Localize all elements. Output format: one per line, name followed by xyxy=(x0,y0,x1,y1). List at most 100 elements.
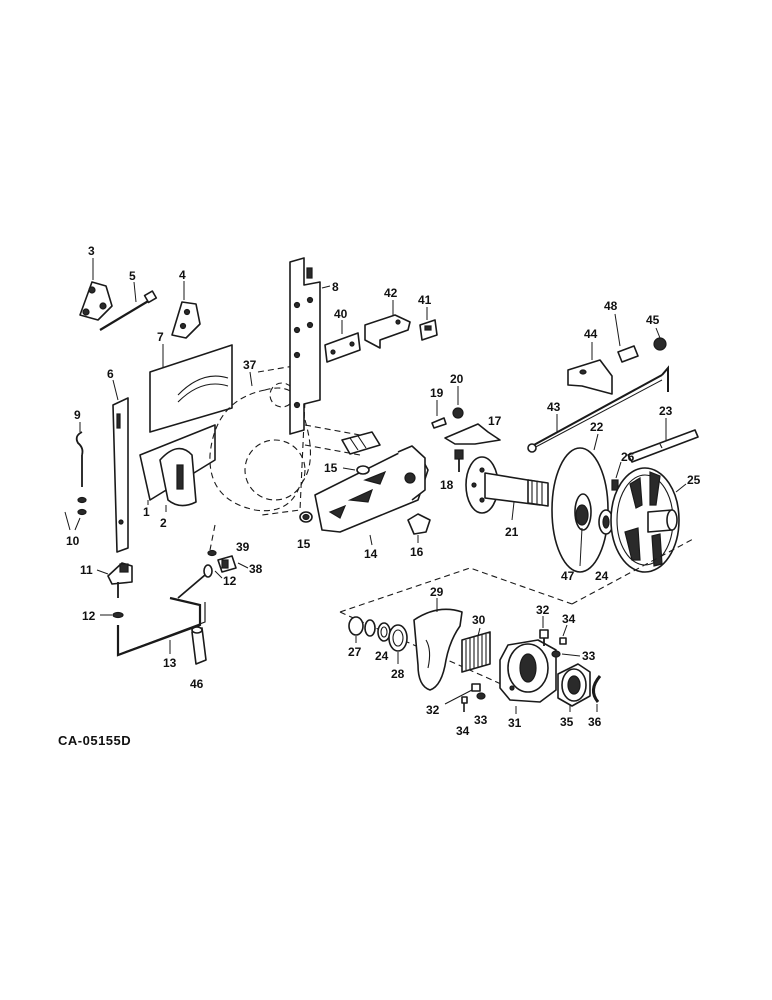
callout-9: 9 xyxy=(74,408,81,422)
callout-12-left: 12 xyxy=(82,609,96,623)
shroud-part-29 xyxy=(413,608,463,691)
callout-45: 45 xyxy=(646,313,660,327)
callout-1: 1 xyxy=(143,505,150,519)
clutch-housing-part-31 xyxy=(499,639,557,703)
callout-19: 19 xyxy=(430,386,444,400)
fitting-part-38 xyxy=(217,555,237,573)
callout-labels: 3 5 4 7 6 9 10 1 2 11 12 12 13 46 38 39 … xyxy=(66,244,701,738)
callout-27: 27 xyxy=(348,645,362,659)
callout-14: 14 xyxy=(364,547,378,561)
bolt-part-18 xyxy=(454,449,464,472)
key-part-26 xyxy=(611,479,619,491)
callout-4: 4 xyxy=(179,268,186,282)
strap-part-40 xyxy=(324,332,361,363)
bracket-part-44 xyxy=(567,359,613,395)
frame-part-14 xyxy=(314,445,429,533)
callout-44: 44 xyxy=(584,327,598,341)
washer-part-39 xyxy=(207,549,217,557)
callout-3: 3 xyxy=(88,244,95,258)
callout-43: 43 xyxy=(547,400,561,414)
sleeve-part-46 xyxy=(191,626,207,665)
callout-13: 13 xyxy=(163,656,177,670)
spring-part-30 xyxy=(461,631,491,673)
callout-31: 31 xyxy=(508,716,522,730)
clip-part-11 xyxy=(107,562,133,585)
nut-part-15-lower xyxy=(299,511,313,523)
callout-30: 30 xyxy=(472,613,486,627)
callout-40: 40 xyxy=(334,307,348,321)
callout-35: 35 xyxy=(560,715,574,729)
collar-part-35 xyxy=(557,663,591,707)
nut-part-33-upper xyxy=(551,650,561,658)
angle-bracket-part-42 xyxy=(364,314,411,349)
callout-48: 48 xyxy=(604,299,618,313)
spline-shaft xyxy=(341,431,381,455)
callout-28: 28 xyxy=(391,667,405,681)
bearing-part-47 xyxy=(575,504,589,526)
callout-7: 7 xyxy=(157,330,164,344)
bolt-part-5 xyxy=(99,290,158,331)
callout-24-upper: 24 xyxy=(595,569,609,583)
hook-part-9 xyxy=(75,431,84,487)
drawing-code: CA-05155D xyxy=(58,733,131,748)
nut-part-45 xyxy=(653,337,667,351)
callout-15-lower: 15 xyxy=(297,537,311,551)
callout-5: 5 xyxy=(129,269,136,283)
callout-18: 18 xyxy=(440,478,454,492)
bracket-part-2 xyxy=(159,447,197,507)
callout-10: 10 xyxy=(66,534,80,548)
callout-17: 17 xyxy=(488,414,502,428)
shield-plate-part-7 xyxy=(149,344,233,433)
callout-33-upper: 33 xyxy=(582,649,596,663)
pulley-half-part-25 xyxy=(610,467,680,573)
bolt-part-32-lower xyxy=(471,683,481,692)
callout-26: 26 xyxy=(621,450,635,464)
callout-37: 37 xyxy=(243,358,257,372)
callout-6: 6 xyxy=(107,367,114,381)
nut-part-15-upper xyxy=(356,465,370,475)
seal-part-28 xyxy=(388,624,408,652)
callout-36: 36 xyxy=(588,715,602,729)
link-plate-part-3 xyxy=(79,281,113,321)
snap-ring-part-36 xyxy=(592,675,602,703)
vertical-bar-part-6 xyxy=(112,397,129,553)
nut-part-20 xyxy=(452,407,464,419)
washer-part-12 xyxy=(112,564,213,619)
blade-part-23 xyxy=(627,429,699,463)
callout-42: 42 xyxy=(384,286,398,300)
callout-34-lower: 34 xyxy=(456,724,470,738)
rod-part-13 xyxy=(116,574,206,657)
pad-part-48 xyxy=(617,345,639,363)
tall-bracket-part-8 xyxy=(289,257,321,435)
callout-33-lower: 33 xyxy=(474,713,488,727)
callout-32-lower: 32 xyxy=(426,703,440,717)
callout-21: 21 xyxy=(505,525,519,539)
callout-12-right: 12 xyxy=(223,574,237,588)
callout-8: 8 xyxy=(332,280,339,294)
callout-20: 20 xyxy=(450,372,464,386)
axle-hub-part-21 xyxy=(465,456,549,514)
spacer-part-24-lower xyxy=(377,622,391,642)
callout-16: 16 xyxy=(410,545,424,559)
latch-part-17 xyxy=(444,423,501,445)
callout-2: 2 xyxy=(160,516,167,530)
callout-41: 41 xyxy=(418,293,432,307)
rod-part-43 xyxy=(527,365,669,453)
bushing-part-27 xyxy=(348,616,376,637)
nut-part-33-lower xyxy=(476,692,486,700)
callout-34-upper: 34 xyxy=(562,612,576,626)
callout-11: 11 xyxy=(80,563,93,577)
callout-38: 38 xyxy=(249,562,263,576)
pin-part-19 xyxy=(431,417,447,429)
washer-part-10 xyxy=(77,496,87,516)
pin-part-34-upper xyxy=(559,637,567,645)
callout-24-lower: 24 xyxy=(375,649,389,663)
callout-23: 23 xyxy=(659,404,673,418)
bolt-part-32-upper xyxy=(539,629,549,646)
callout-15-upper: 15 xyxy=(324,461,338,475)
callout-32-upper: 32 xyxy=(536,603,550,617)
pin-part-34-lower xyxy=(461,696,468,712)
callout-47: 47 xyxy=(561,569,575,583)
callout-39: 39 xyxy=(236,540,250,554)
